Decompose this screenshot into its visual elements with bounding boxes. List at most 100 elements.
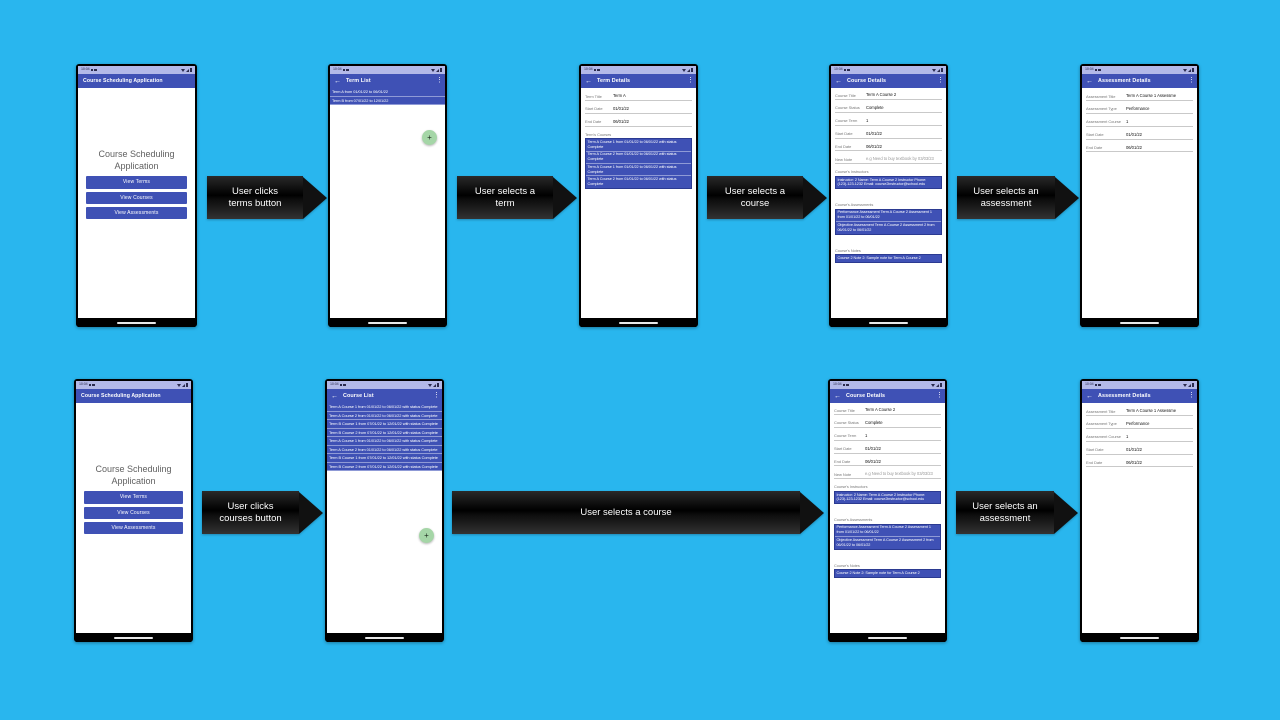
system-nav-bar <box>78 318 195 327</box>
flow-arrow-4-top: User selects an assessment <box>957 176 1079 219</box>
nav-pill[interactable] <box>1119 321 1160 324</box>
field-end-date[interactable]: End Date 06/01/22 <box>1086 145 1193 153</box>
nav-pill[interactable] <box>1119 636 1160 639</box>
list-item[interactable]: Term A Course 2 from 01/01/22 to 06/01/2… <box>586 152 691 164</box>
status-app-icon <box>339 383 342 387</box>
field-course-status[interactable]: Course Status Complete <box>835 105 942 113</box>
course-notes-label: Course's Notes <box>835 247 861 253</box>
overflow-menu-icon[interactable]: ⋮ <box>937 77 944 85</box>
screen-course-details: 10:04 ← Course Details ⋮ Course Title Te… <box>831 66 946 318</box>
term-list-body: Term A from 01/01/22 to 06/01/22 Term B … <box>330 88 445 318</box>
field-new-note[interactable]: New Note e.g Need to buy textbook by 03/… <box>834 471 941 480</box>
nav-pill[interactable] <box>113 636 154 639</box>
field-end-date[interactable]: End Date 06/01/22 <box>835 144 942 152</box>
overflow-menu-icon[interactable]: ⋮ <box>436 77 443 85</box>
field-term-title[interactable]: Term Title Term A <box>585 93 692 101</box>
add-course-fab[interactable]: + <box>419 528 434 543</box>
field-end-date[interactable]: End Date 06/01/22 <box>834 459 941 467</box>
field-assessment-title[interactable]: Assessment Title Term A Course 1 Assessm… <box>1086 93 1193 101</box>
new-note-input[interactable]: e.g Need to buy textbook by 03/03/23 <box>865 471 933 477</box>
new-note-input[interactable]: e.g Need to buy textbook by 03/03/23 <box>866 156 934 162</box>
field-start-date[interactable]: Start Date 01/01/22 <box>1086 447 1193 455</box>
back-arrow-icon[interactable]: ← <box>1086 392 1093 400</box>
field-start-date[interactable]: Start Date 01/01/22 <box>1086 132 1193 140</box>
back-arrow-icon[interactable]: ← <box>834 392 841 400</box>
nav-pill[interactable] <box>868 321 909 324</box>
status-time: 10:04 <box>81 67 90 72</box>
nav-pill[interactable] <box>618 321 659 324</box>
signal-icon <box>931 383 935 387</box>
overflow-menu-icon[interactable]: ⋮ <box>1188 392 1195 400</box>
field-assessment-title[interactable]: Assessment Title Term A Course 1 Assessm… <box>1086 408 1193 416</box>
field-start-date[interactable]: Start Date 01/01/22 <box>835 131 942 139</box>
field-new-note[interactable]: New Note e.g Need to buy textbook by 03/… <box>835 156 942 165</box>
nav-pill[interactable] <box>116 321 157 324</box>
field-start-date[interactable]: Start Date 01/01/22 <box>834 446 941 454</box>
list-item[interactable]: Course 2 Note 2: Sample note for Term A … <box>836 570 920 575</box>
field-assessment-course[interactable]: Assessment Course 1 <box>1086 119 1193 127</box>
battery-icon <box>1192 383 1194 387</box>
spacer <box>834 507 941 516</box>
list-item[interactable]: Term A Course 1 from 01/01/22 to 06/01/2… <box>327 403 442 412</box>
field-course-title[interactable]: Course Title Term A Course 2 <box>835 92 942 100</box>
list-item[interactable]: Term A Course 2 from 01/01/22 to 06/01/2… <box>327 411 442 421</box>
overflow-menu-icon[interactable]: ⋮ <box>936 392 943 400</box>
field-label: Start Date <box>834 446 852 452</box>
back-arrow-icon[interactable]: ← <box>835 77 842 85</box>
field-end-date[interactable]: End Date 06/01/22 <box>585 119 692 127</box>
overflow-menu-icon[interactable]: ⋮ <box>1188 77 1195 85</box>
list-item[interactable]: Course 2 Note 2: Sample note for Term A … <box>837 255 921 260</box>
list-item[interactable]: Term A Course 1 from 01/01/22 to 06/01/2… <box>586 164 691 177</box>
field-start-date[interactable]: Start Date 01/01/22 <box>585 106 692 114</box>
back-arrow-icon[interactable]: ← <box>1086 77 1093 85</box>
course-assessments-label: Course's Assessments <box>835 202 874 208</box>
list-item[interactable]: Term A Course 1 from 01/01/22 to 06/01/2… <box>586 139 691 152</box>
field-label: End Date <box>835 144 852 149</box>
wifi-icon <box>687 68 690 72</box>
list-item[interactable]: Performance Assessment Term A Course 2 A… <box>836 210 941 223</box>
view-terms-button[interactable]: View Terms <box>86 176 187 189</box>
nav-pill[interactable] <box>364 636 405 639</box>
list-item[interactable]: Term B Course 2 from 07/01/22 to 12/01/2… <box>327 428 442 438</box>
view-assessments-button[interactable]: View Assessments <box>84 522 183 535</box>
field-assessment-type[interactable]: Assessment Type Performance <box>1086 421 1193 429</box>
field-assessment-type[interactable]: Assessment Type Performance <box>1086 106 1193 114</box>
status-app-icon <box>1094 68 1097 72</box>
course-notes-list: Course 2 Note 2: Sample note for Term A … <box>834 569 941 578</box>
overflow-menu-icon[interactable]: ⋮ <box>433 392 440 400</box>
overflow-menu-icon[interactable]: ⋮ <box>687 77 694 85</box>
back-arrow-icon[interactable]: ← <box>334 77 341 85</box>
field-assessment-course[interactable]: Assessment Course 1 <box>1086 434 1193 442</box>
nav-pill[interactable] <box>867 636 908 639</box>
system-nav-bar <box>1082 633 1197 642</box>
list-item[interactable]: Term A Course 2 from 01/01/22 to 06/01/2… <box>327 445 442 455</box>
list-item[interactable]: Objective Assessment Term A Course 2 Ass… <box>836 537 934 547</box>
list-item[interactable]: Term B Course 1 from 07/01/22 to 12/01/2… <box>327 420 442 429</box>
status-app-icon <box>842 383 845 387</box>
field-course-status[interactable]: Course Status Complete <box>834 420 941 428</box>
list-item[interactable]: Term B Course 2 from 07/01/22 to 12/01/2… <box>327 462 442 472</box>
view-courses-button[interactable]: View Courses <box>86 191 187 205</box>
view-courses-button[interactable]: View Courses <box>84 506 183 520</box>
add-term-fab[interactable]: + <box>422 130 437 145</box>
list-item[interactable]: Objective Assessment Term A Course 2 Ass… <box>837 222 935 232</box>
back-arrow-icon[interactable]: ← <box>331 392 338 400</box>
list-item[interactable]: Instructor: 2 Name: Term A Course 2 Inst… <box>837 177 927 187</box>
signal-icon <box>1183 68 1187 72</box>
list-item[interactable]: Instructor: 2 Name: Term A Course 2 Inst… <box>836 492 926 502</box>
list-item[interactable]: Term A Course 1 from 01/01/22 to 06/01/2… <box>327 437 442 446</box>
nav-pill[interactable] <box>367 321 408 324</box>
view-terms-button[interactable]: View Terms <box>84 491 183 504</box>
list-item[interactable]: Term B Course 1 from 07/01/22 to 12/01/2… <box>327 454 442 463</box>
list-item[interactable]: Performance Assessment Term A Course 2 A… <box>835 525 940 538</box>
list-item[interactable]: Term A Course 2 from 01/01/22 to 06/01/2… <box>587 177 677 187</box>
back-arrow-icon[interactable]: ← <box>585 77 592 85</box>
field-course-title[interactable]: Course Title Term A Course 2 <box>834 407 941 415</box>
list-item[interactable]: Term B from 07/01/22 to 12/01/22 <box>330 96 445 106</box>
field-course-term[interactable]: Course Term 1 <box>834 433 941 441</box>
list-item[interactable]: Term A from 01/01/22 to 06/01/22 <box>330 88 445 97</box>
view-assessments-button[interactable]: View Assessments <box>86 207 187 220</box>
field-end-date[interactable]: End Date 06/01/22 <box>1086 460 1193 468</box>
flow-arrow-2-top: User selects a term <box>457 176 577 219</box>
field-course-term[interactable]: Course Term 1 <box>835 118 942 126</box>
